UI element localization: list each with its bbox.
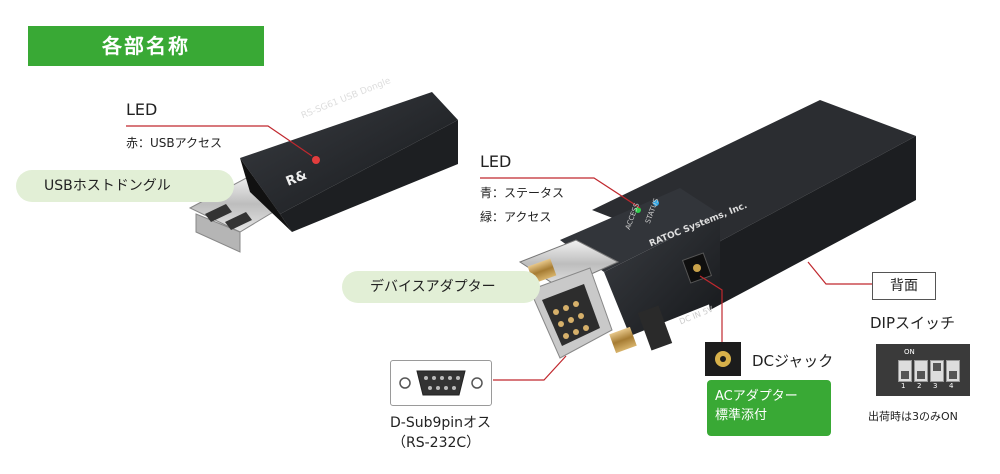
dip-number: 4 <box>949 382 954 390</box>
ac-adapter-line-1: ACアダプター <box>715 389 798 404</box>
dip-number: 1 <box>901 382 906 390</box>
dsub-label-1: D-Sub9pinオス <box>390 415 492 431</box>
dsub-label-2: （RS-232C） <box>392 435 481 451</box>
back-side-tag: 背面 <box>872 272 936 300</box>
dip-factory-note: 出荷時は3のみON <box>868 410 958 423</box>
device-adapter-label: デバイスアダプター <box>342 271 540 303</box>
dip-switch-1 <box>898 360 912 382</box>
dip-switch-title: DIPスイッチ <box>870 314 956 332</box>
dsub-connector-box <box>390 360 492 406</box>
dip-on-label: ON <box>904 348 915 356</box>
adapter-led-desc-status: 青：ステータス <box>480 186 565 200</box>
dip-switch-3 <box>930 360 944 382</box>
leader-lines <box>126 125 872 381</box>
adapter-led-desc-access: 緑：アクセス <box>480 210 552 224</box>
dip-number: 2 <box>917 382 922 390</box>
dc-jack-label: DCジャック <box>752 352 834 370</box>
adapter-led-title: LED <box>480 152 512 171</box>
ac-adapter-note: ACアダプター 標準添付 <box>707 380 831 436</box>
device-adapter <box>518 100 916 359</box>
svg-text:R&: R& <box>284 168 309 190</box>
access-led-icon <box>635 207 641 213</box>
dip-switch-2 <box>914 360 928 382</box>
status-led-icon <box>653 200 659 206</box>
dc-jack-icon <box>705 342 741 376</box>
usb-dongle: R& <box>188 92 458 253</box>
dc-jack-port-icon <box>693 264 701 272</box>
dongle-led-title: LED <box>126 100 158 119</box>
dip-number: 3 <box>933 382 938 390</box>
dongle-led-desc: 赤：USBアクセス <box>126 136 223 150</box>
dip-switch-icon: ON 1 2 3 4 <box>876 344 970 396</box>
dip-switch-4 <box>946 360 960 382</box>
section-title: 各部名称 <box>28 26 264 66</box>
usb-dongle-label: USBホストドングル <box>16 170 234 202</box>
ac-adapter-line-2: 標準添付 <box>715 408 768 423</box>
dsub9-connector-icon <box>399 370 483 396</box>
usb-led-icon <box>312 156 320 164</box>
